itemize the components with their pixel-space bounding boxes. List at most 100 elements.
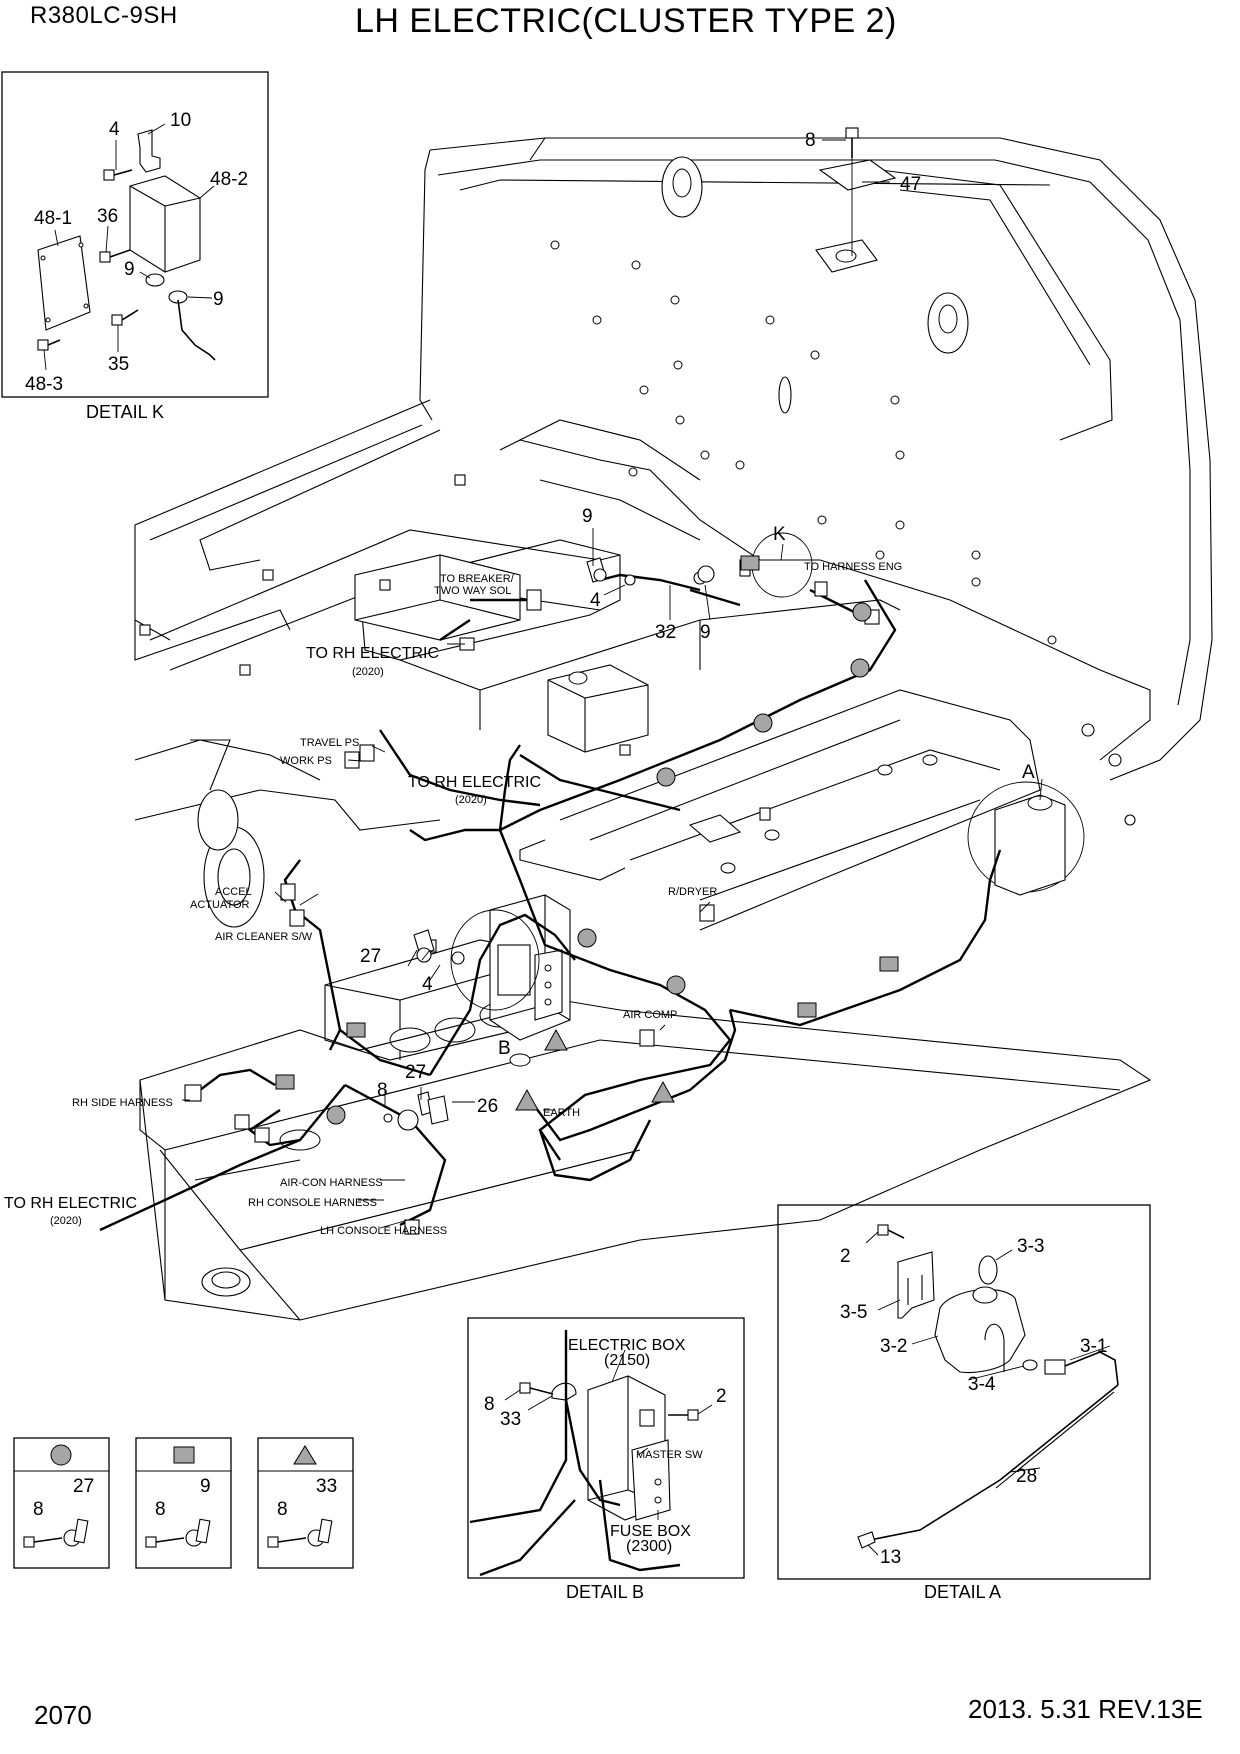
callout-47: 47 (900, 174, 921, 195)
nozzle-icon (857, 1531, 876, 1549)
page-number: 2070 (34, 1700, 92, 1730)
detail-a-frame (777, 1204, 1151, 1580)
label-master-sw: MASTER SW (636, 1449, 703, 1461)
label-actuator: ACTUATOR (190, 899, 250, 911)
a-callout-3-1: 3-1 (1080, 1336, 1107, 1357)
label-ref-2020-1: (2020) (352, 666, 384, 678)
label-air-cleaner-sw: AIR CLEANER S/W (215, 931, 313, 943)
label-rh-console-harness: RH CONSOLE HARNESS (248, 1197, 377, 1209)
label-electric-box: ELECTRIC BOX (568, 1337, 686, 1354)
callout-26: 26 (477, 1096, 498, 1117)
legend-triangle-callout-33: 33 (316, 1476, 337, 1497)
legend: 8 27 8 9 8 33 (13, 1437, 354, 1569)
callout-k: K (773, 524, 786, 545)
k-callout-35: 35 (108, 354, 129, 375)
label-fuse-box-ref: (2300) (626, 1538, 672, 1555)
detail-b: 8 33 2 ELECTRIC BOX (2150) MASTER SW FUS… (467, 1317, 745, 1602)
detail-k-caption: DETAIL K (86, 402, 164, 422)
label-ref-2020-3: (2020) (50, 1215, 82, 1227)
a-callout-3-4: 3-4 (968, 1374, 996, 1395)
label-to-rh-electric-1: TO RH ELECTRIC (306, 645, 439, 662)
detail-a: 2 3-3 3-5 3-2 3-1 3-4 28 13 DETAIL A (777, 1204, 1151, 1602)
label-rh-side-harness: RH SIDE HARNESS (72, 1097, 173, 1109)
main-labels: TO BREAKER/ TWO WAY SOL TO HARNESS ENG T… (4, 561, 902, 1237)
callout-4-lower: 4 (422, 974, 433, 995)
callout-32: 32 (655, 622, 676, 643)
k-callout-4: 4 (109, 119, 120, 140)
callout-27-left: 27 (360, 946, 381, 967)
circle-marker-icon (50, 1444, 72, 1466)
b-callout-8: 8 (484, 1394, 495, 1415)
callout-9-right: 9 (700, 622, 711, 643)
a-callout-2: 2 (840, 1246, 851, 1267)
legend-triangle-callout-8: 8 (277, 1499, 288, 1520)
legend-circle: 8 27 (13, 1437, 110, 1569)
a-callout-3-3: 3-3 (1017, 1236, 1044, 1257)
label-accel: ACCEL (215, 886, 252, 898)
label-two-way-sol: TWO WAY SOL (434, 585, 511, 597)
tank-cap-icon (972, 1286, 998, 1304)
k-callout-48-2: 48-2 (210, 169, 248, 190)
callout-a: A (1022, 762, 1035, 783)
label-r-dryer: R/DRYER (668, 886, 717, 898)
label-lh-console-harness: LH CONSOLE HARNESS (320, 1225, 447, 1237)
main-connectors (139, 474, 1136, 1235)
label-to-harness-eng: TO HARNESS ENG (804, 561, 902, 573)
callout-8-top: 8 (805, 130, 816, 151)
label-air-comp: AIR COMP (623, 1009, 677, 1021)
callout-4-upper: 4 (590, 590, 601, 611)
main-leader-lines (182, 139, 1043, 1229)
label-fuse-box: FUSE BOX (610, 1523, 691, 1540)
revision-date: 2013. 5.31 REV.13E (968, 1694, 1203, 1724)
washer-tank (934, 1288, 1026, 1374)
legend-triangle: 8 33 (257, 1437, 354, 1569)
main-callouts: 8 47 9 K 4 32 9 A 27 4 B 8 27 26 (360, 130, 1035, 1117)
cover-plate (37, 235, 91, 331)
label-travel-ps: TRAVEL PS (300, 737, 359, 749)
model-name: R380LC-9SH (30, 2, 178, 29)
detail-k: 4 10 48-2 48-1 36 9 9 35 48-3 DETAIL K (1, 71, 269, 422)
a-callout-3-5: 3-5 (840, 1302, 867, 1323)
detail-k-frame (1, 71, 269, 398)
k-callout-10: 10 (170, 110, 191, 131)
a-callout-3-2: 3-2 (880, 1336, 907, 1357)
square-marker-icon (173, 1446, 195, 1464)
detail-b-caption: DETAIL B (566, 1582, 644, 1602)
label-to-breaker: TO BREAKER/ (440, 573, 515, 585)
detail-b-frame (467, 1317, 745, 1579)
k-callout-9-a: 9 (124, 259, 135, 280)
tank-bracket (897, 1251, 935, 1319)
label-to-rh-electric-3: TO RH ELECTRIC (4, 1195, 137, 1212)
sensor-icon (1044, 1359, 1066, 1375)
b-callout-33: 33 (500, 1409, 521, 1430)
legend-circle-callout-27: 27 (73, 1476, 94, 1497)
callout-b: B (498, 1038, 511, 1059)
cap-icon (978, 1255, 998, 1285)
label-work-ps: WORK PS (280, 755, 332, 767)
callout-8-lower: 8 (377, 1080, 388, 1101)
legend-square-callout-9: 9 (200, 1476, 211, 1497)
a-callout-13: 13 (880, 1547, 901, 1568)
b-callout-2: 2 (716, 1386, 727, 1407)
legend-square: 8 9 (135, 1437, 232, 1569)
callout-9-upper: 9 (582, 506, 593, 527)
bolt-icons (37, 169, 139, 351)
legend-circle-callout-8: 8 (33, 1499, 44, 1520)
k-callout-36: 36 (97, 206, 118, 227)
k-callout-48-1: 48-1 (34, 208, 72, 229)
main-assembly-view (134, 127, 1213, 1321)
wire-clamp-markers (275, 555, 899, 1125)
k-callout-9-b: 9 (213, 289, 224, 310)
k-callout-48-3: 48-3 (25, 374, 63, 395)
grommet-icon (145, 273, 165, 287)
detail-a-caption: DETAIL A (924, 1582, 1001, 1602)
triangle-marker-icon (293, 1445, 317, 1465)
legend-square-callout-8: 8 (155, 1499, 166, 1520)
callout-27-lower: 27 (405, 1062, 426, 1083)
label-ref-2020-2: (2020) (455, 794, 487, 806)
clamp-icon (551, 1382, 577, 1401)
page-title: LH ELECTRIC(CLUSTER TYPE 2) (355, 2, 897, 40)
label-air-con-harness: AIR-CON HARNESS (280, 1177, 383, 1189)
label-electric-box-ref: (2150) (604, 1352, 650, 1369)
